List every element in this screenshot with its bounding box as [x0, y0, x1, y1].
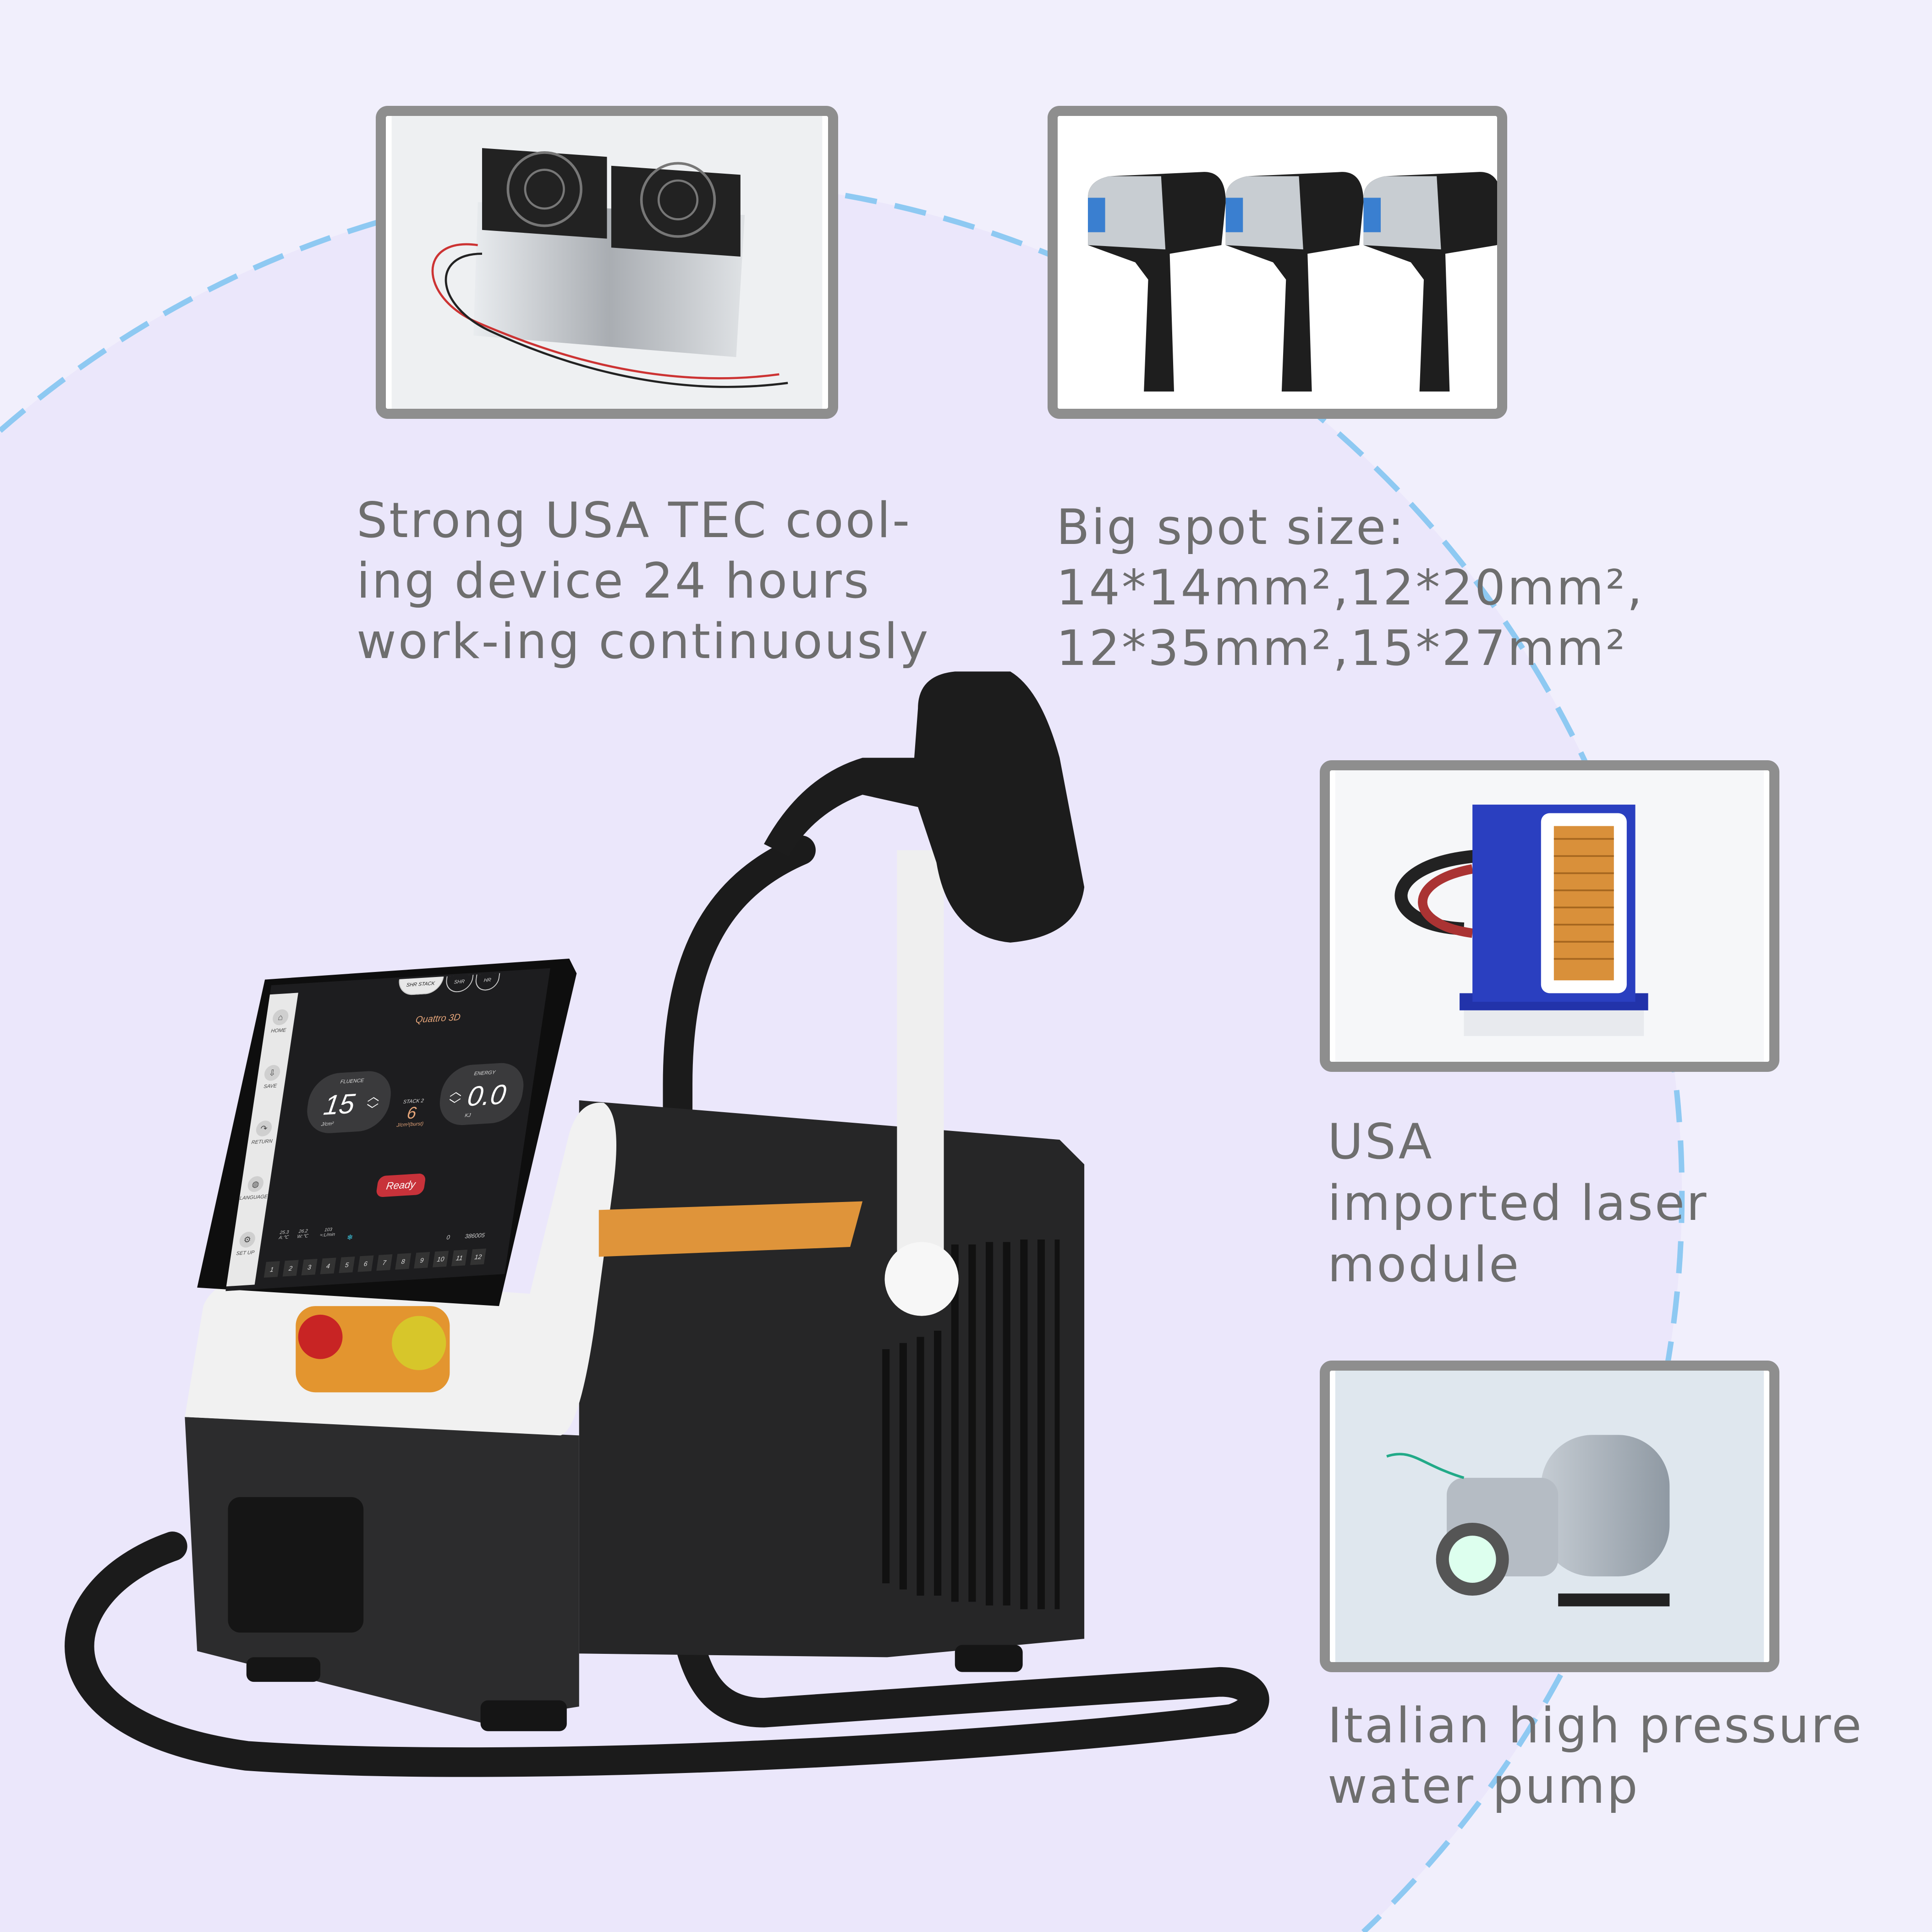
- foot: [480, 1700, 567, 1731]
- number-button[interactable]: 10: [433, 1251, 449, 1268]
- snowflake-icon: ❄: [346, 1234, 354, 1242]
- foot: [246, 1657, 321, 1682]
- flow-label: ≈:L/min: [319, 1232, 335, 1238]
- caption-line: Italian high pressure: [1328, 1697, 1864, 1754]
- fluence-stepper[interactable]: ︿﹀: [365, 1089, 381, 1117]
- sidebar-item-label: SET UP: [236, 1250, 255, 1257]
- caption-line: Strong USA TEC cool-: [357, 492, 912, 549]
- number-buttons: 1 2 3 4 5 6 7 8 9 10 11 12: [263, 1248, 486, 1278]
- air-temp-label: A:℃: [278, 1235, 289, 1241]
- tab-shr-stack[interactable]: SHR STACK: [396, 976, 444, 996]
- holder-ring: [884, 1242, 959, 1316]
- machine-base-front: [185, 1417, 579, 1723]
- holder-arm: [897, 850, 944, 1257]
- return-icon: ↷: [255, 1120, 273, 1137]
- fluence-panel: FLUENCE 15 ︿﹀ J/cm²: [303, 1069, 395, 1135]
- number-button[interactable]: 7: [376, 1254, 393, 1271]
- globe-icon: ◍: [247, 1175, 265, 1193]
- caption-line: ing device 24 hours: [357, 553, 871, 609]
- water-pump-photo: [1320, 1361, 1779, 1672]
- number-button[interactable]: 5: [339, 1256, 355, 1273]
- caption-laser-module: USA imported laser module: [1328, 1111, 1708, 1295]
- vent-grille: [882, 1239, 1060, 1609]
- handpiece: [764, 671, 1085, 943]
- stack-readout: STACK 2 6 J/cm²(burst): [391, 1098, 432, 1129]
- white-front-panel: [185, 1103, 616, 1436]
- sidebar-item-label: RETURN: [251, 1138, 273, 1146]
- save-icon: ⇩: [263, 1065, 281, 1081]
- counter-b: 386005: [464, 1231, 485, 1240]
- handpieces-photo: [1048, 106, 1507, 419]
- number-button[interactable]: 8: [395, 1253, 412, 1270]
- caption-water-pump: Italian high pressure water pump: [1328, 1696, 1863, 1817]
- caption-line: USA: [1328, 1114, 1434, 1170]
- energy-unit: KJ: [464, 1112, 472, 1119]
- energy-stepper[interactable]: ︿﹀: [447, 1084, 463, 1112]
- gear-icon: ⚙: [238, 1231, 257, 1248]
- caption-spot-size: Big spot size: 14*14mm²,12*20mm², 12*35m…: [1056, 497, 1644, 679]
- flow-rate: 103≈:L/min: [319, 1227, 336, 1238]
- number-button[interactable]: 12: [470, 1248, 486, 1265]
- tab-hr[interactable]: HR: [474, 973, 500, 992]
- stack-value: 6: [406, 1103, 418, 1123]
- orange-stripe: [598, 1201, 863, 1257]
- counter-a: 0: [446, 1234, 450, 1241]
- tab-shr[interactable]: SHR: [444, 974, 474, 993]
- device-touchscreen: ⌂HOME ⇩ SAVE ↷RETURN ◍LANGUAGE ⚙ SET UP SH…: [225, 968, 550, 1291]
- number-button[interactable]: 1: [263, 1261, 280, 1278]
- mode-tabs: SHR STACK SHR HR: [396, 973, 500, 996]
- number-button[interactable]: 9: [414, 1251, 430, 1269]
- tec-cooling-device-photo: [376, 106, 838, 419]
- number-button[interactable]: 4: [320, 1257, 336, 1274]
- number-button[interactable]: 2: [282, 1260, 299, 1277]
- sidebar-item-label: HOME: [270, 1027, 287, 1034]
- energy-label: ENERGY: [473, 1070, 496, 1077]
- caption-tec-cooling: Strong USA TEC cool- ing device 24 hours…: [357, 490, 930, 672]
- sidebar-item-label: SAVE: [263, 1083, 277, 1090]
- caption-line: imported laser: [1328, 1175, 1708, 1231]
- home-icon: ⌂: [271, 1009, 290, 1026]
- caption-line: 12*35mm²,15*27mm²: [1056, 620, 1627, 676]
- fluence-value: 15: [322, 1088, 357, 1121]
- caption-line: Big spot size:: [1056, 499, 1406, 555]
- caption-line: water pump: [1328, 1758, 1640, 1814]
- number-button[interactable]: 11: [451, 1249, 468, 1267]
- caption-line: module: [1328, 1236, 1521, 1293]
- water-temp-label: W:℃: [296, 1234, 308, 1240]
- number-button[interactable]: 6: [357, 1255, 374, 1272]
- fluence-label: FLUENCE: [340, 1077, 364, 1085]
- energy-value: 0.0: [465, 1078, 508, 1112]
- screen-title: Quattro 3D: [415, 1012, 461, 1026]
- key-switch: [392, 1316, 446, 1370]
- ready-button[interactable]: Ready: [375, 1173, 426, 1197]
- fluence-unit: J/cm²: [320, 1121, 334, 1127]
- caption-line: 14*14mm²,12*20mm²,: [1056, 560, 1644, 616]
- foot: [955, 1645, 1023, 1672]
- cable-port: [228, 1497, 364, 1633]
- number-button[interactable]: 3: [301, 1258, 318, 1276]
- sidebar-item-label: LANGUAGE: [239, 1194, 268, 1202]
- energy-panel: ENERGY ︿﹀ 0.0 KJ: [436, 1061, 527, 1127]
- emergency-stop-button: [298, 1314, 343, 1359]
- laser-module-photo: [1320, 760, 1779, 1072]
- caption-line: work-ing continuously: [357, 613, 930, 670]
